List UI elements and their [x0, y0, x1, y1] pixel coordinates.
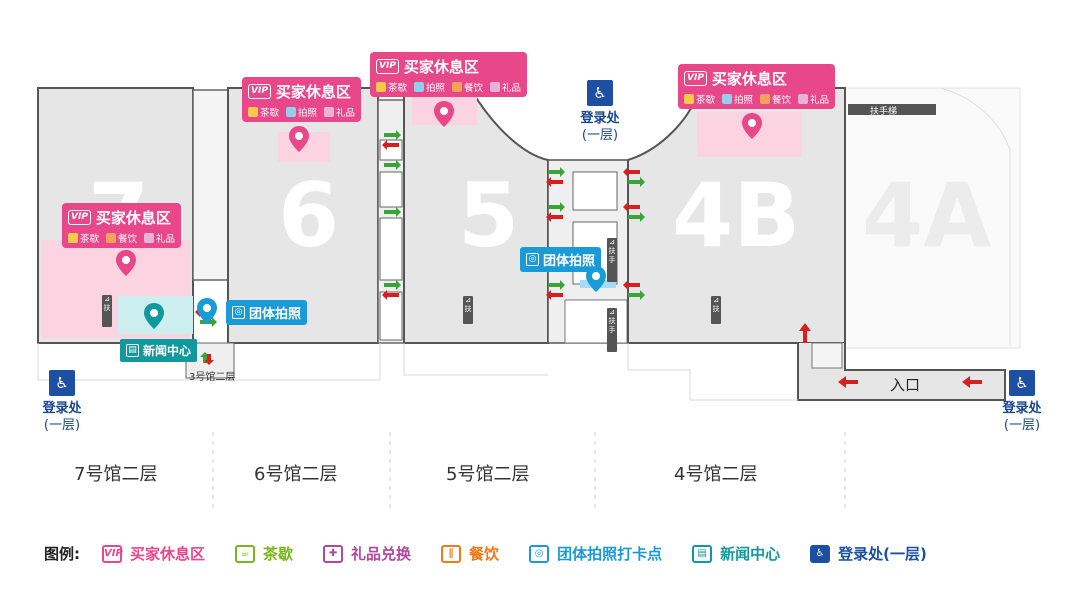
registration-desk-top[interactable]: ♿ 登录处 (一层) — [570, 80, 630, 144]
tea-icon: ☕ — [235, 544, 256, 563]
legend-item-tea: ☕ 茶歇 — [235, 543, 293, 564]
tea-icon — [684, 94, 694, 104]
hall-4b-number: 4B — [672, 164, 801, 267]
vip-lounge-title: 买家休息区 — [275, 83, 351, 101]
news-center-tag[interactable]: ▤新闻中心 — [120, 339, 198, 362]
entrance-label[interactable]: 入口 — [890, 376, 921, 394]
vip-icon: VIP — [68, 210, 91, 225]
legend-item-gift: ✚ 礼品兑换 — [323, 543, 411, 564]
hall-5-number: 5 — [458, 164, 520, 267]
legend-item-registration: ♿ 登录处(一层) — [810, 543, 927, 564]
escalator-label: ⊿扶 — [463, 296, 473, 324]
vip-icon: VIP — [102, 544, 123, 563]
tea-icon — [68, 233, 78, 243]
escalator-label: ⊿扶手 — [607, 308, 617, 352]
vip-lounge-title: 买家休息区 — [95, 209, 171, 227]
tea-icon — [376, 82, 386, 92]
gift-icon: ✚ — [323, 544, 344, 563]
vip-lounge-title: 买家休息区 — [711, 70, 787, 88]
camera-icon — [722, 94, 733, 104]
registration-icon: ♿ — [587, 80, 613, 106]
hall-3-label: 3号馆二层 — [189, 372, 236, 383]
registration-icon: ♿ — [810, 544, 831, 563]
news-icon: ▤ — [126, 344, 139, 357]
dining-icon: ∥ — [441, 544, 462, 563]
tea-icon — [248, 107, 258, 117]
registration-desk-left[interactable]: ♿ 登录处 (一层) — [32, 370, 92, 434]
floor-label-6: 6号馆二层 — [254, 464, 338, 485]
vip-pin-icon[interactable] — [433, 100, 455, 128]
news-icon: ▤ — [692, 544, 713, 563]
camera-icon: ◎ — [529, 544, 550, 563]
gift-icon — [798, 94, 809, 104]
floor-label-5: 5号馆二层 — [446, 464, 530, 485]
registration-desk-right[interactable]: ♿ 登录处 (一层) — [992, 370, 1052, 434]
dining-icon — [760, 94, 771, 104]
hall-4a-outline — [844, 87, 1021, 349]
floor-label-4: 4号馆二层 — [674, 464, 758, 485]
floor-label-7: 7号馆二层 — [74, 464, 158, 485]
vip-lounge-title: 买家休息区 — [403, 58, 479, 76]
gift-icon — [324, 107, 335, 117]
registration-icon: ♿ — [1009, 370, 1035, 396]
escalator-label: ⊿扶 — [102, 295, 112, 327]
registration-icon: ♿ — [49, 370, 75, 396]
hall-6-number: 6 — [278, 164, 340, 267]
legend-title: 图例: — [44, 545, 80, 563]
vip-icon: VIP — [248, 84, 271, 99]
hall-4a-number: 4A — [862, 164, 992, 267]
group-photo-tag-5[interactable]: ◎团体拍照 — [520, 247, 602, 272]
legend-item-dining: ∥ 餐饮 — [441, 543, 499, 564]
gift-icon — [490, 82, 501, 92]
escalator-label-4a: 扶手梯 — [870, 107, 898, 117]
group-photo-tag-7[interactable]: ◎团体拍照 — [226, 300, 308, 325]
escalator-label: ⊿扶 — [711, 296, 721, 324]
photo-pin-icon[interactable] — [585, 265, 607, 293]
dining-icon — [106, 233, 117, 243]
legend-item-news: ▤ 新闻中心 — [692, 543, 780, 564]
gift-icon — [144, 233, 155, 243]
vip-pin-icon[interactable] — [288, 125, 310, 153]
legend-item-photo: ◎ 团体拍照打卡点 — [529, 543, 662, 564]
map-legend: 图例: VIP 买家休息区 ☕ 茶歇 ✚ 礼品兑换 ∥ 餐饮 ◎ 团体拍照打卡点… — [44, 543, 927, 564]
camera-icon — [414, 82, 425, 92]
vip-pin-icon[interactable] — [741, 112, 763, 140]
camera-icon — [286, 107, 297, 117]
vip-icon: VIP — [684, 71, 707, 86]
legend-item-vip: VIP 买家休息区 — [102, 544, 206, 563]
camera-icon: ◎ — [526, 253, 539, 266]
camera-icon: ◎ — [232, 306, 245, 319]
vip-icon: VIP — [376, 59, 399, 74]
news-pin-icon[interactable] — [143, 302, 165, 330]
dining-icon — [452, 82, 463, 92]
escalator-label: ⊿扶手 — [607, 238, 617, 282]
vip-pin-icon[interactable] — [115, 249, 137, 277]
photo-pin-icon[interactable] — [196, 297, 218, 325]
